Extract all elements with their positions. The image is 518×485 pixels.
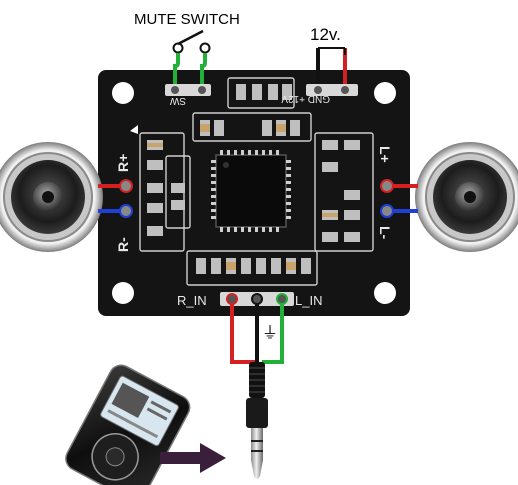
- mount-hole: [374, 282, 396, 304]
- power-label: 12v.: [310, 25, 341, 44]
- right-speaker: [415, 142, 518, 252]
- mount-hole: [112, 82, 134, 104]
- sw-wire: [173, 53, 180, 92]
- sw-wire: [200, 53, 207, 92]
- amplifier-board: SW GND +12V R+ R- L+ L- R_IN L_IN: [98, 70, 410, 316]
- r-minus-label: R-: [115, 237, 131, 252]
- audio-jack: [246, 362, 268, 479]
- mount-hole: [112, 282, 134, 304]
- l-in-wire: [262, 304, 284, 364]
- board-gnd-12v-label: GND +12V: [281, 93, 330, 104]
- switch-lever: [177, 29, 204, 46]
- mount-hole: [374, 82, 396, 104]
- l-minus-label: L-: [377, 226, 393, 240]
- switch-contact: [199, 42, 211, 54]
- board-sw-label: SW: [169, 95, 186, 106]
- r-in-label: R_IN: [177, 293, 207, 308]
- pin1-marker: [130, 125, 138, 134]
- audio-input-wires: [220, 292, 294, 364]
- l-plus-label: L+: [377, 146, 393, 163]
- ground-symbol: ⏚: [262, 324, 278, 342]
- insert-arrow-icon: [160, 443, 226, 473]
- r-in-wire: [230, 304, 255, 364]
- r-plus-label: R+: [115, 154, 131, 172]
- right-speaker-wires: [98, 179, 133, 218]
- amplifier-chip: [211, 150, 291, 232]
- switch-contact: [172, 42, 184, 54]
- mute-switch: [165, 29, 211, 96]
- mp3-player: [65, 364, 191, 485]
- power-connection: [306, 47, 358, 96]
- left-speaker: [0, 142, 103, 252]
- mute-switch-label: MUTE SWITCH: [134, 11, 240, 28]
- power-header: [306, 84, 358, 96]
- l-in-label: L_IN: [295, 293, 322, 308]
- left-speaker-wires: [380, 179, 418, 218]
- smd-components: [147, 84, 360, 274]
